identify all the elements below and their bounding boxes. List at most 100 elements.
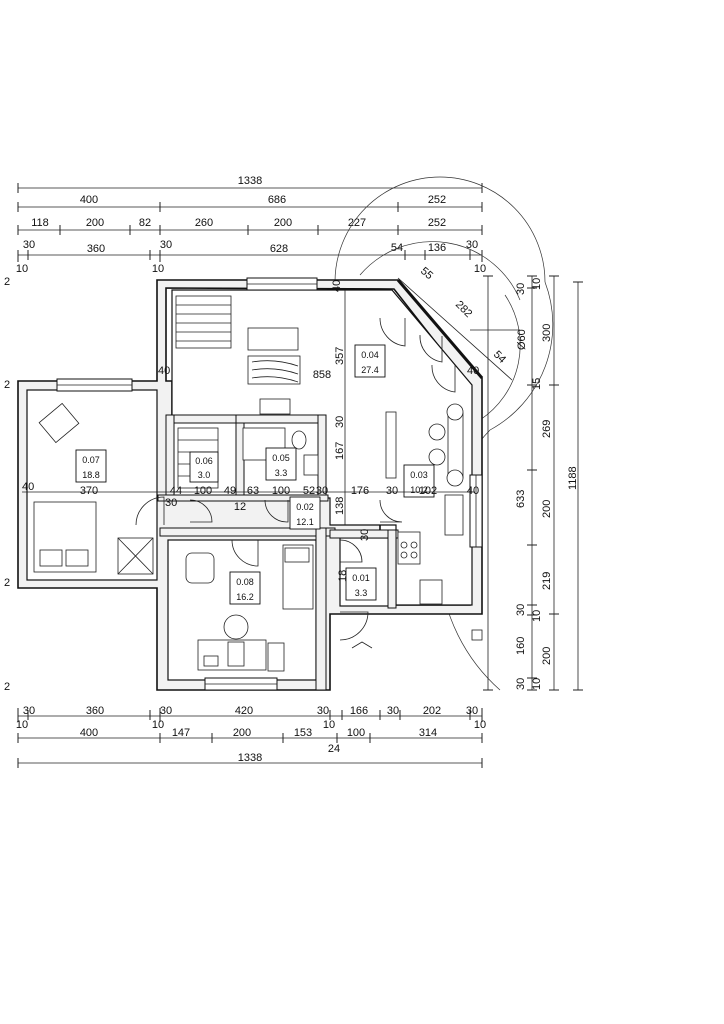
right-dimension-chains: 30 269 200 219 30 160 30 10 15 10 10 300… <box>483 275 583 691</box>
dim-bottom-row1: 166 <box>350 705 368 717</box>
room-tag-0-06: 0.06 3.0 <box>189 451 219 483</box>
interior-dim: 357 <box>334 347 346 365</box>
door-swings <box>135 317 456 641</box>
dim-top-row3: 30 <box>23 239 35 251</box>
dim-right-col1: 219 <box>541 572 553 590</box>
dim-bottom-row2: 314 <box>419 727 437 739</box>
dim-right-col2: 633 <box>515 490 527 508</box>
room-area: 27.4 <box>361 365 379 375</box>
room-area: 3.0 <box>198 470 211 480</box>
interior-dim: 102 <box>419 485 437 497</box>
dim-top-row2: 260 <box>195 217 213 229</box>
dim-top-row3: 30 <box>160 239 172 251</box>
interior-dim: 40 <box>331 280 343 292</box>
dim-right-col1: 200 <box>541 500 553 518</box>
room-code: 0.06 <box>195 456 213 466</box>
dim-right-col2: 300 <box>541 324 553 342</box>
edge-mark: 2 <box>4 681 10 693</box>
dim-bottom-row2: 100 <box>347 727 365 739</box>
dim-bottom-extra: 24 <box>328 743 340 755</box>
dim-right-col1-small: 10 <box>531 610 543 622</box>
dim-top-row3: 628 <box>270 243 288 255</box>
room-code: 0.07 <box>82 455 100 465</box>
room-tag-0-01: 0.01 3.3 <box>345 567 377 601</box>
dim-top-row2: 227 <box>348 217 366 229</box>
dim-top-row2: 252 <box>428 217 446 229</box>
room-code: 0.05 <box>272 453 290 463</box>
dim-right-col1-small: 10 <box>531 678 543 690</box>
interior-dim: 30 <box>165 497 177 509</box>
room-code: 0.08 <box>236 577 254 587</box>
room-area: 10.2 <box>410 485 428 495</box>
bottom-dimension-chains: 30 360 30 420 30 166 30 202 30 10 10 10 … <box>16 705 486 768</box>
dim-top-row2: 200 <box>86 217 104 229</box>
dim-top-row3: 30 <box>466 239 478 251</box>
dim-bottom-row2: 400 <box>80 727 98 739</box>
room-code: 0.04 <box>361 350 379 360</box>
interior-dim: 63 <box>247 485 259 497</box>
room-code: 0.02 <box>296 502 314 512</box>
dim-bottom-row1: 360 <box>86 705 104 717</box>
dim-right-col1: 160 <box>515 637 527 655</box>
dim-right-outer: 1188 <box>567 466 579 490</box>
interior-dim: 100 <box>194 485 212 497</box>
dim-bottom-row1: 30 <box>23 705 35 717</box>
dim-right-col2: 200 <box>541 647 553 665</box>
dim-top-row2: 200 <box>274 217 292 229</box>
edge-mark: 2 <box>4 379 10 391</box>
room-area: 12.1 <box>296 517 314 527</box>
edge-marks: 2 2 2 2 <box>4 276 10 693</box>
room-tag-0-05: 0.05 3.3 <box>265 447 297 481</box>
dim-top-row1: 400 <box>80 194 98 206</box>
interior-dim: 370 <box>80 485 98 497</box>
interior-dim: 30 <box>386 485 398 497</box>
interior-dim: 40 <box>467 485 479 497</box>
dim-bottom-row1: 30 <box>466 705 478 717</box>
interior-dim: 40 <box>22 481 34 493</box>
room-tag-0-02: 0.02 12.1 <box>289 496 321 530</box>
top-dimension-chains: 1338 400 686 252 118 200 82 260 200 227 … <box>16 175 486 275</box>
room-code: 0.01 <box>352 573 370 583</box>
dim-bottom-row1: 30 <box>317 705 329 717</box>
interior-partitions <box>157 414 399 691</box>
dim-top-row3: 136 <box>428 242 446 254</box>
interior-dim: 858 <box>313 369 331 381</box>
dim-bottom-row1-small: 10 <box>323 719 335 731</box>
dim-bottom-row2: 153 <box>294 727 312 739</box>
dim-top-row3-small: 10 <box>16 263 28 275</box>
interior-dim: 100 <box>272 485 290 497</box>
edge-mark: 2 <box>4 577 10 589</box>
room-area: 3.3 <box>355 588 368 598</box>
interior-dimensions: 40 357 858 40 40 30 167 138 176 30 102 4… <box>22 280 479 582</box>
dim-top-row3: 54 <box>391 242 403 254</box>
interior-dim: 12 <box>234 501 246 513</box>
dim-right-col1: 269 <box>541 420 553 438</box>
interior-dim: 30 <box>316 485 328 497</box>
room-area: 18.8 <box>82 470 100 480</box>
room-tag-0-04: 0.04 27.4 <box>354 344 386 378</box>
dim-right-col1-small: 15 <box>531 378 543 390</box>
dim-bottom-total: 1338 <box>238 752 262 764</box>
external-arcs: 55 282 54 Ø60 <box>334 176 554 691</box>
dim-top-row1: 686 <box>268 194 286 206</box>
dim-top-row3: 360 <box>87 243 105 255</box>
interior-dim: 167 <box>334 442 346 460</box>
interior-dim: 18 <box>337 570 349 582</box>
dim-right-col1: 30 <box>515 604 527 616</box>
interior-dim: 176 <box>351 485 369 497</box>
dim-bottom-row1: 420 <box>235 705 253 717</box>
interior-dim: 30 <box>334 416 346 428</box>
windows <box>56 277 484 691</box>
interior-dim: 138 <box>334 497 346 515</box>
interior-dim: 52 <box>303 485 315 497</box>
dim-bottom-row1-small: 10 <box>152 719 164 731</box>
interior-dim: 49 <box>224 485 236 497</box>
edge-mark: 2 <box>4 276 10 288</box>
dim-bottom-row1: 202 <box>423 705 441 717</box>
dim-top-row1: 252 <box>428 194 446 206</box>
arc-label: 282 <box>453 299 474 320</box>
dim-top-row3-small: 10 <box>152 263 164 275</box>
room-area: 16.2 <box>236 592 254 602</box>
